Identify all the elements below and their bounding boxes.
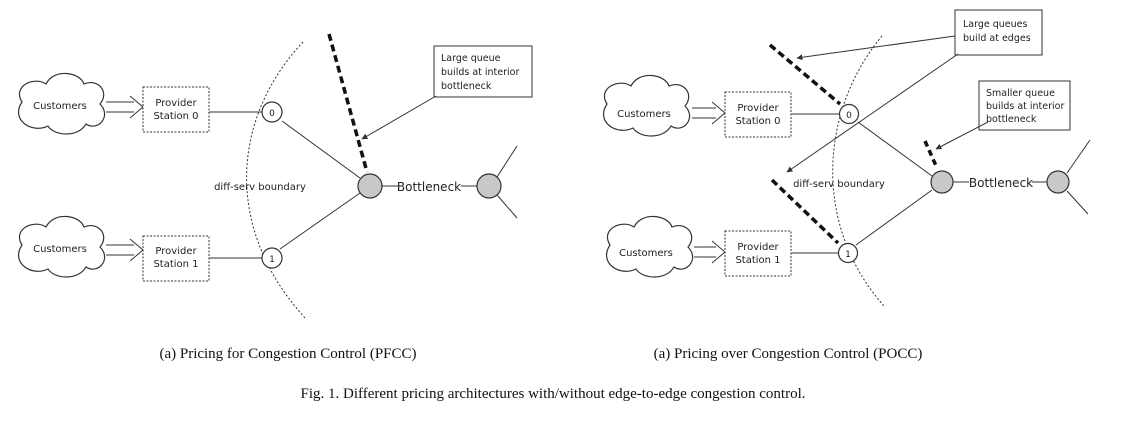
provider-station-1-box	[142, 235, 210, 282]
double-arrow-icon	[106, 238, 144, 262]
node-0-label: 0	[846, 111, 852, 121]
double-arrow-icon	[692, 101, 726, 125]
callout-box	[433, 45, 533, 98]
right-panel: Customers Customers Provider Station 0 P…	[603, 9, 1091, 362]
bottleneck-node	[930, 170, 954, 194]
customers-cloud-icon	[18, 215, 106, 278]
callout-box	[954, 9, 1043, 56]
left-panel: Customers Customers Provider Station 0 P…	[18, 33, 533, 362]
diff-serv-boundary-label: diff-serv boundary	[793, 179, 885, 190]
customers-label: Customers	[33, 244, 87, 255]
link	[496, 194, 518, 219]
provider-station-0-label: Provider	[155, 98, 197, 109]
link	[1066, 190, 1089, 215]
queue-indicator	[923, 140, 939, 169]
queue-indicator	[768, 43, 842, 106]
callout-text: build at edges	[963, 33, 1031, 44]
provider-station-1-label: Station 1	[153, 259, 198, 270]
callout-text: Smaller queue	[986, 88, 1055, 99]
node-1-label: 1	[269, 255, 275, 265]
double-arrow-icon	[694, 240, 726, 264]
diff-serv-boundary-arc	[246, 41, 306, 319]
link	[279, 192, 361, 250]
provider-station-1-label: Provider	[155, 246, 197, 257]
node-0	[838, 103, 860, 125]
node-1	[837, 242, 859, 264]
customers-label: Customers	[33, 101, 87, 112]
downstream-node	[476, 173, 502, 199]
provider-station-0-label: Provider	[737, 103, 779, 114]
provider-station-0-label: Station 0	[735, 116, 780, 127]
callout-text: Large queue	[441, 53, 501, 64]
panel-caption: (a) Pricing over Congestion Control (POC…	[654, 346, 923, 362]
provider-station-0-box	[142, 86, 210, 133]
double-arrow-icon	[106, 95, 144, 119]
provider-station-0-box	[724, 91, 792, 138]
link	[1066, 139, 1091, 174]
bottleneck-label: Bottleneck	[969, 176, 1033, 190]
diff-serv-boundary-label: diff-serv boundary	[214, 182, 306, 193]
downstream-node	[1046, 170, 1070, 194]
panel-caption: (a) Pricing for Congestion Control (PFCC…	[159, 346, 416, 362]
node-0	[261, 101, 283, 123]
customers-label: Customers	[617, 109, 671, 120]
link	[855, 189, 933, 246]
callout-arrow	[786, 53, 959, 173]
callout-arrow	[935, 121, 989, 150]
customers-label: Customers	[619, 248, 673, 259]
provider-station-0-label: Station 0	[153, 111, 198, 122]
callout-text: bottleneck	[986, 114, 1037, 125]
callout-text: bottleneck	[441, 81, 492, 92]
customers-cloud-icon	[606, 215, 694, 278]
link	[496, 145, 518, 178]
queue-indicator	[327, 33, 369, 173]
queue-indicator	[770, 178, 840, 245]
customers-cloud-icon	[603, 74, 691, 137]
link	[857, 121, 933, 177]
callout-box	[978, 80, 1071, 131]
diff-serv-boundary-arc	[832, 35, 885, 307]
node-1	[261, 247, 283, 269]
bottleneck-label: Bottleneck	[397, 180, 461, 194]
provider-station-1-box	[724, 230, 792, 277]
figure-caption: Fig. 1. Different pricing architectures …	[301, 386, 806, 402]
provider-station-1-label: Station 1	[735, 255, 780, 266]
node-1-label: 1	[845, 250, 851, 260]
provider-station-1-label: Provider	[737, 242, 779, 253]
bottleneck-node	[357, 173, 383, 199]
node-0-label: 0	[269, 109, 275, 119]
link	[281, 120, 361, 179]
callout-text: builds at interior	[986, 101, 1064, 112]
callout-text: builds at interior	[441, 67, 519, 78]
callout-text: Large queues	[963, 19, 1028, 30]
callout-arrow	[361, 95, 437, 140]
callout-arrow	[796, 35, 956, 61]
customers-cloud-icon	[18, 72, 106, 135]
